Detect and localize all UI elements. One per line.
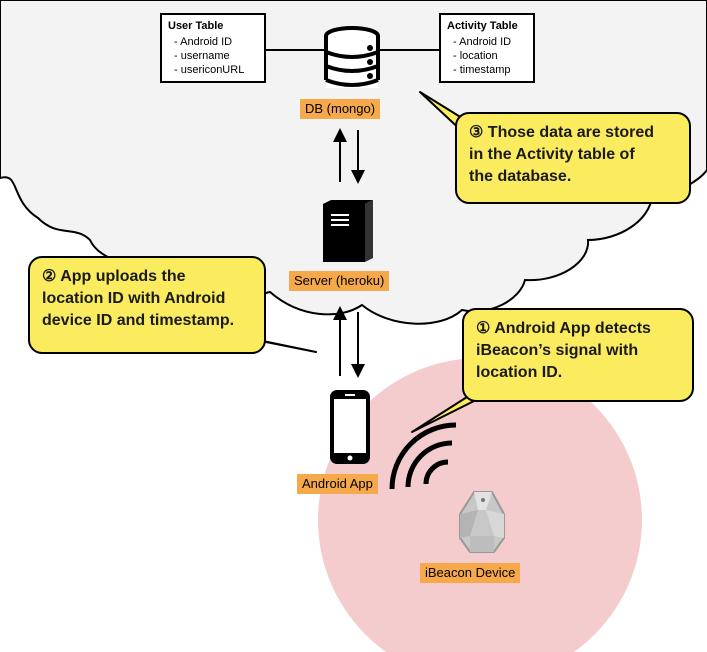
- activity-table-field: Android ID: [453, 35, 527, 49]
- database-icon: [324, 26, 380, 88]
- smartphone-icon: [330, 390, 370, 464]
- ibeacon-device-label: iBeacon Device: [420, 563, 521, 583]
- user-table-field: Android ID: [174, 35, 258, 49]
- arrow-server-app-down: [351, 312, 365, 378]
- callout-step-2: ② App uploads the location ID with Andro…: [28, 256, 266, 354]
- arrow-db-server-down: [351, 130, 365, 184]
- user-table: User Table Android ID username usericonU…: [160, 13, 266, 83]
- user-table-field: username: [174, 49, 258, 63]
- db-label: DB (mongo): [300, 99, 381, 119]
- callout-step-3: ③ Those data are stored in the Activity …: [455, 112, 691, 204]
- activity-table-fields: Android ID location timestamp: [447, 35, 527, 77]
- activity-table: Activity Table Android ID location times…: [439, 13, 535, 83]
- server-label: Server (heroku): [289, 271, 390, 291]
- ibeacon-device-icon: [459, 491, 505, 553]
- callout-step-1: ① Android App detects iBeacon’s signal w…: [462, 308, 694, 402]
- server-icon: [323, 200, 373, 262]
- user-table-title: User Table: [168, 20, 224, 32]
- activity-table-field: timestamp: [453, 63, 527, 77]
- activity-table-title: Activity Table: [447, 20, 518, 32]
- arrow-db-server-up: [333, 128, 347, 182]
- activity-table-field: location: [453, 49, 527, 63]
- android-app-label: Android App: [297, 474, 378, 494]
- user-table-field: usericonURL: [174, 63, 258, 77]
- signal-waves-icon: [389, 422, 457, 490]
- arrow-server-app-up: [333, 306, 347, 376]
- user-table-fields: Android ID username usericonURL: [168, 35, 258, 77]
